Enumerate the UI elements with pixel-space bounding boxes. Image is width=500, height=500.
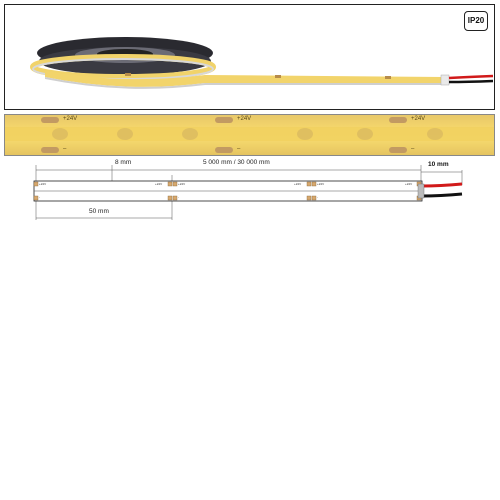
pad-plus-label: +24V bbox=[39, 182, 47, 186]
closeup-plus-label: +24V bbox=[237, 116, 252, 122]
ip-rating-badge: IP20 bbox=[464, 11, 488, 31]
pad-plus-label: +24V bbox=[155, 182, 163, 186]
solder-pad bbox=[311, 195, 317, 201]
pad-minus-label: - bbox=[39, 195, 40, 199]
led-strip-reel-image bbox=[30, 37, 494, 89]
solder-pad bbox=[33, 195, 39, 201]
closeup-minus-label: – bbox=[63, 146, 67, 152]
solder-pad bbox=[33, 181, 39, 187]
cable-length-label: 10 mm bbox=[428, 161, 449, 168]
closeup-plus-label: +24V bbox=[411, 116, 426, 122]
drawing-red-wire bbox=[421, 182, 463, 188]
pad-plus-label: +24V bbox=[317, 182, 325, 186]
closeup-minus-label: – bbox=[237, 146, 241, 152]
pad-minus-label: - bbox=[317, 195, 318, 199]
solder-pad bbox=[172, 195, 178, 201]
product-photo-panel: IP20 bbox=[4, 4, 495, 110]
end-cap bbox=[417, 183, 425, 199]
solder-pad bbox=[306, 195, 312, 201]
solder-pad bbox=[306, 181, 312, 187]
solder-pad bbox=[167, 181, 173, 187]
solder-pad bbox=[167, 195, 173, 201]
overall-length-label: 5 000 mm / 30 000 mm bbox=[203, 159, 270, 166]
strip-closeup-panel: +24V +24V +24V – – – bbox=[4, 114, 495, 156]
red-wire bbox=[448, 74, 494, 80]
strip-closeup-image bbox=[5, 117, 494, 153]
solder-pad bbox=[172, 181, 178, 187]
closeup-plus-label: +24V bbox=[63, 116, 78, 122]
drawing-black-wire bbox=[421, 192, 463, 198]
pad-plus-label: +24V bbox=[405, 182, 413, 186]
section-length-label: 50 mm bbox=[89, 208, 109, 215]
solder-pad bbox=[311, 181, 317, 187]
pad-plus-label: +24V bbox=[178, 182, 186, 186]
black-wire bbox=[448, 79, 494, 84]
cut-spacing-label: 8 mm bbox=[115, 159, 132, 166]
pad-minus-label: - bbox=[178, 195, 179, 199]
pad-plus-label: +24V bbox=[294, 182, 302, 186]
closeup-minus-label: – bbox=[411, 146, 415, 152]
